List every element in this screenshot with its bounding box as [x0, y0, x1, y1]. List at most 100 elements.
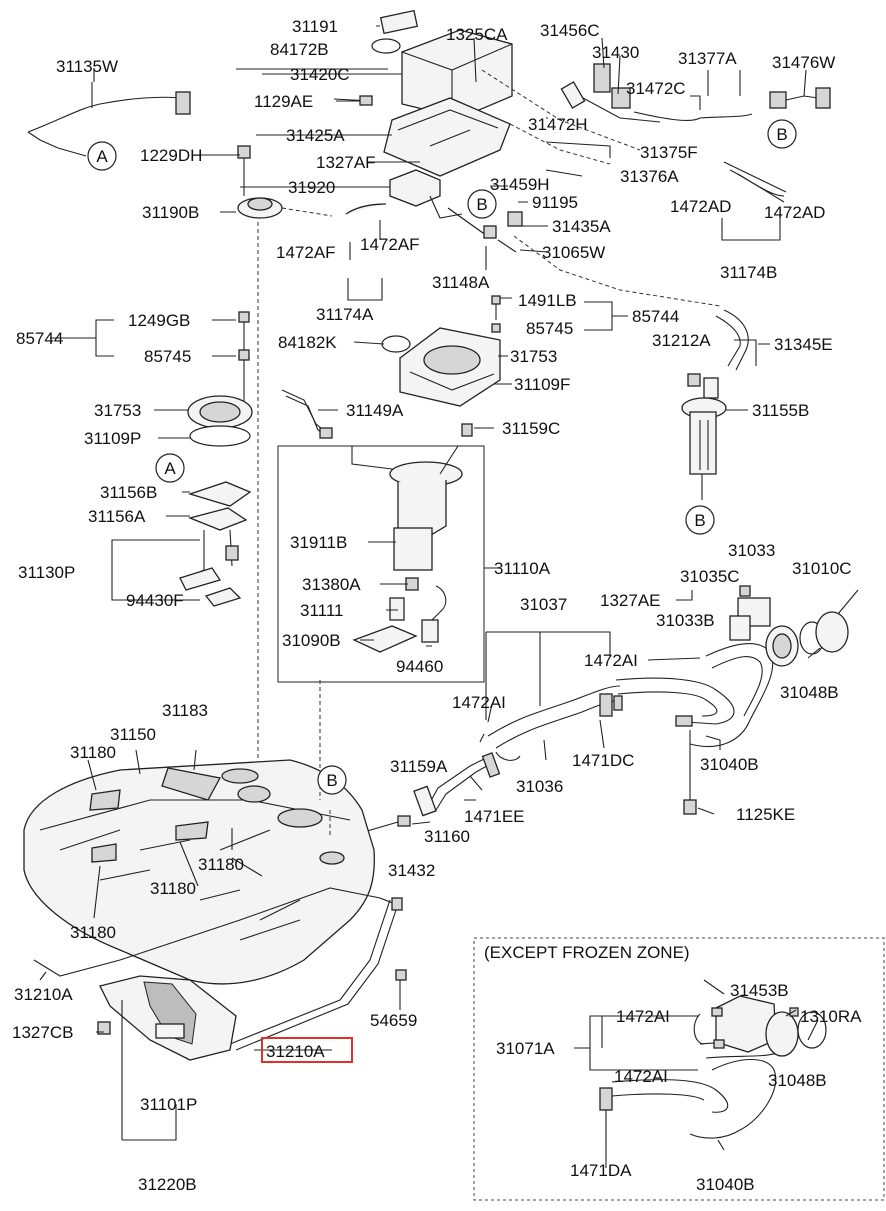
- ref-a-top: [87, 141, 117, 171]
- part-label: 31180: [150, 879, 196, 898]
- ref-b-tank: [317, 765, 347, 795]
- part-label: 1471DC: [572, 751, 634, 770]
- part-label: 85744: [16, 329, 63, 348]
- part-label: 1325CA: [446, 25, 508, 44]
- part-label: 31375F: [640, 143, 698, 162]
- part-label: 31150: [110, 725, 156, 744]
- part-label: 1327AE: [600, 591, 661, 610]
- ref-b-top-right: [767, 119, 797, 149]
- part-label: 31065W: [542, 243, 605, 262]
- part-label: 31035C: [680, 567, 740, 586]
- part-label: 31048B: [780, 683, 839, 702]
- part-label: 1229DH: [140, 146, 202, 165]
- part-label: 31135W: [56, 57, 118, 76]
- part-label: 31037: [520, 595, 567, 614]
- part-label: 31345E: [774, 335, 833, 354]
- part-label: 31156B: [100, 483, 157, 502]
- part-label: 31190B: [142, 203, 199, 222]
- part-label: 1472AI: [614, 1067, 668, 1086]
- part-label: 85745: [526, 319, 573, 338]
- reference-letter-layer: A B B A B B: [96, 125, 787, 790]
- part-label: 31180: [70, 923, 116, 942]
- ref-letter: B: [326, 771, 337, 790]
- part-label: 31183: [162, 701, 208, 720]
- part-label: 84182K: [278, 333, 337, 352]
- part-label: 31753: [94, 401, 141, 420]
- part-label: 31753: [510, 347, 557, 366]
- part-label: 31376A: [620, 167, 679, 186]
- ref-a-sender: [155, 453, 185, 483]
- part-label: 31155B: [752, 401, 809, 420]
- part-label: 31048B: [768, 1071, 827, 1090]
- part-label: 1327AF: [316, 153, 376, 172]
- part-label: 31174B: [720, 263, 777, 282]
- part-label: 31071A: [496, 1039, 555, 1058]
- part-label: 31148A: [432, 273, 490, 292]
- part-label: 1472AF: [276, 243, 336, 262]
- part-label: 31033B: [656, 611, 715, 630]
- ref-letter: A: [96, 147, 108, 166]
- ref-b-vent: [685, 505, 715, 535]
- part-label: 31110A: [494, 559, 551, 578]
- part-label-layer: 31191 84172B 1325CA 31456C 31430 31377A …: [12, 17, 862, 1194]
- ref-letter: A: [164, 459, 176, 478]
- part-label: 31210A: [14, 985, 73, 1004]
- ref-letter: B: [476, 195, 487, 214]
- part-label: 1472AD: [670, 197, 731, 216]
- part-label: 1471DA: [570, 1161, 632, 1180]
- part-label: 1472AI: [452, 693, 506, 712]
- part-label: 31432: [388, 861, 435, 880]
- part-label: 31430: [592, 43, 639, 62]
- part-label: 1249GB: [128, 311, 190, 330]
- part-label: 31212A: [652, 331, 711, 350]
- part-label: 31420C: [290, 65, 350, 84]
- drawing: [23, 9, 885, 1201]
- part-label: 1472AD: [764, 203, 825, 222]
- part-label: 31453B: [730, 981, 789, 1000]
- part-label: 31090B: [282, 631, 341, 650]
- part-label: 31459H: [490, 175, 550, 194]
- part-label: 31149A: [346, 401, 404, 420]
- part-label: 1491LB: [518, 291, 577, 310]
- part-label: 31156A: [88, 507, 146, 526]
- part-label: 31220B: [138, 1175, 197, 1194]
- part-label: 1472AI: [616, 1007, 670, 1026]
- part-label: 1472AI: [584, 651, 638, 670]
- part-label: 1327CB: [12, 1023, 73, 1042]
- part-label: 31180: [198, 855, 244, 874]
- part-label: 31472H: [528, 115, 588, 134]
- part-label: 31920: [288, 178, 335, 197]
- part-label: 1471EE: [464, 807, 525, 826]
- part-label: 31010C: [792, 559, 852, 578]
- part-label: 31456C: [540, 21, 600, 40]
- part-label: 31210A: [266, 1042, 325, 1061]
- part-label: 31380A: [302, 575, 361, 594]
- part-label: 31036: [516, 777, 563, 796]
- highlight-31210a: [261, 1037, 353, 1063]
- part-label: 85745: [144, 347, 191, 366]
- part-label: 31159C: [502, 419, 560, 438]
- ref-letter: B: [776, 125, 787, 144]
- part-label: 31472C: [626, 79, 686, 98]
- part-label: 31159A: [390, 757, 448, 776]
- part-label: 31109P: [84, 429, 141, 448]
- part-label: 31476W: [772, 53, 835, 72]
- part-label: 1129AE: [254, 92, 313, 111]
- part-label: 31101P: [140, 1095, 197, 1114]
- part-label: 31191: [292, 17, 338, 36]
- part-label: 91195: [532, 193, 578, 212]
- part-label: 31160: [424, 827, 470, 846]
- part-label: 1310RA: [800, 1007, 862, 1026]
- part-label: 31033: [728, 541, 775, 560]
- part-label: 31180: [70, 743, 116, 762]
- part-label: 31130P: [18, 563, 75, 582]
- part-label: 54659: [370, 1011, 417, 1030]
- part-label: 31435A: [552, 217, 611, 236]
- part-label: 31911B: [290, 533, 347, 552]
- part-label: 31040B: [700, 755, 759, 774]
- part-label: 85744: [632, 307, 679, 326]
- part-label: 1125KE: [736, 805, 795, 824]
- part-label: 94430F: [126, 591, 184, 610]
- part-label: 1472AF: [360, 235, 420, 254]
